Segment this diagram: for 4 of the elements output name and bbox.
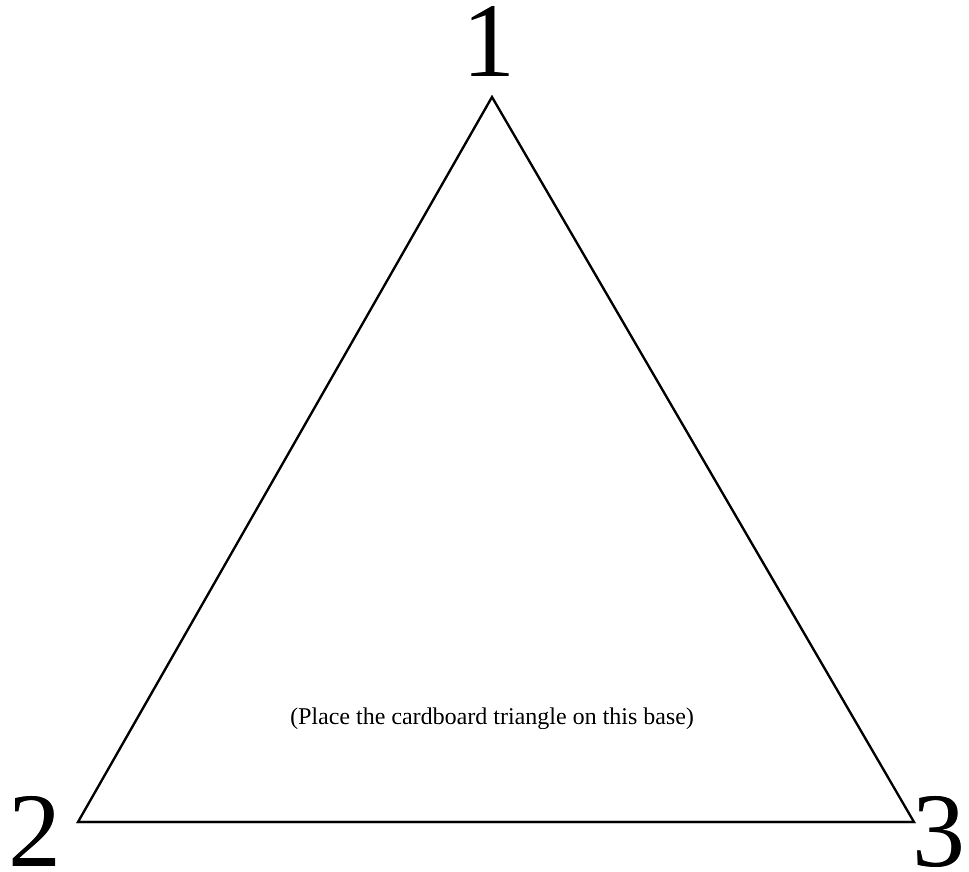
vertex-number: 3 — [912, 778, 965, 872]
vertex-number: 2 — [8, 778, 61, 872]
vertex-number: 1 — [462, 0, 515, 94]
instruction-text: (Place the cardboard triangle on this base) — [289, 705, 695, 729]
